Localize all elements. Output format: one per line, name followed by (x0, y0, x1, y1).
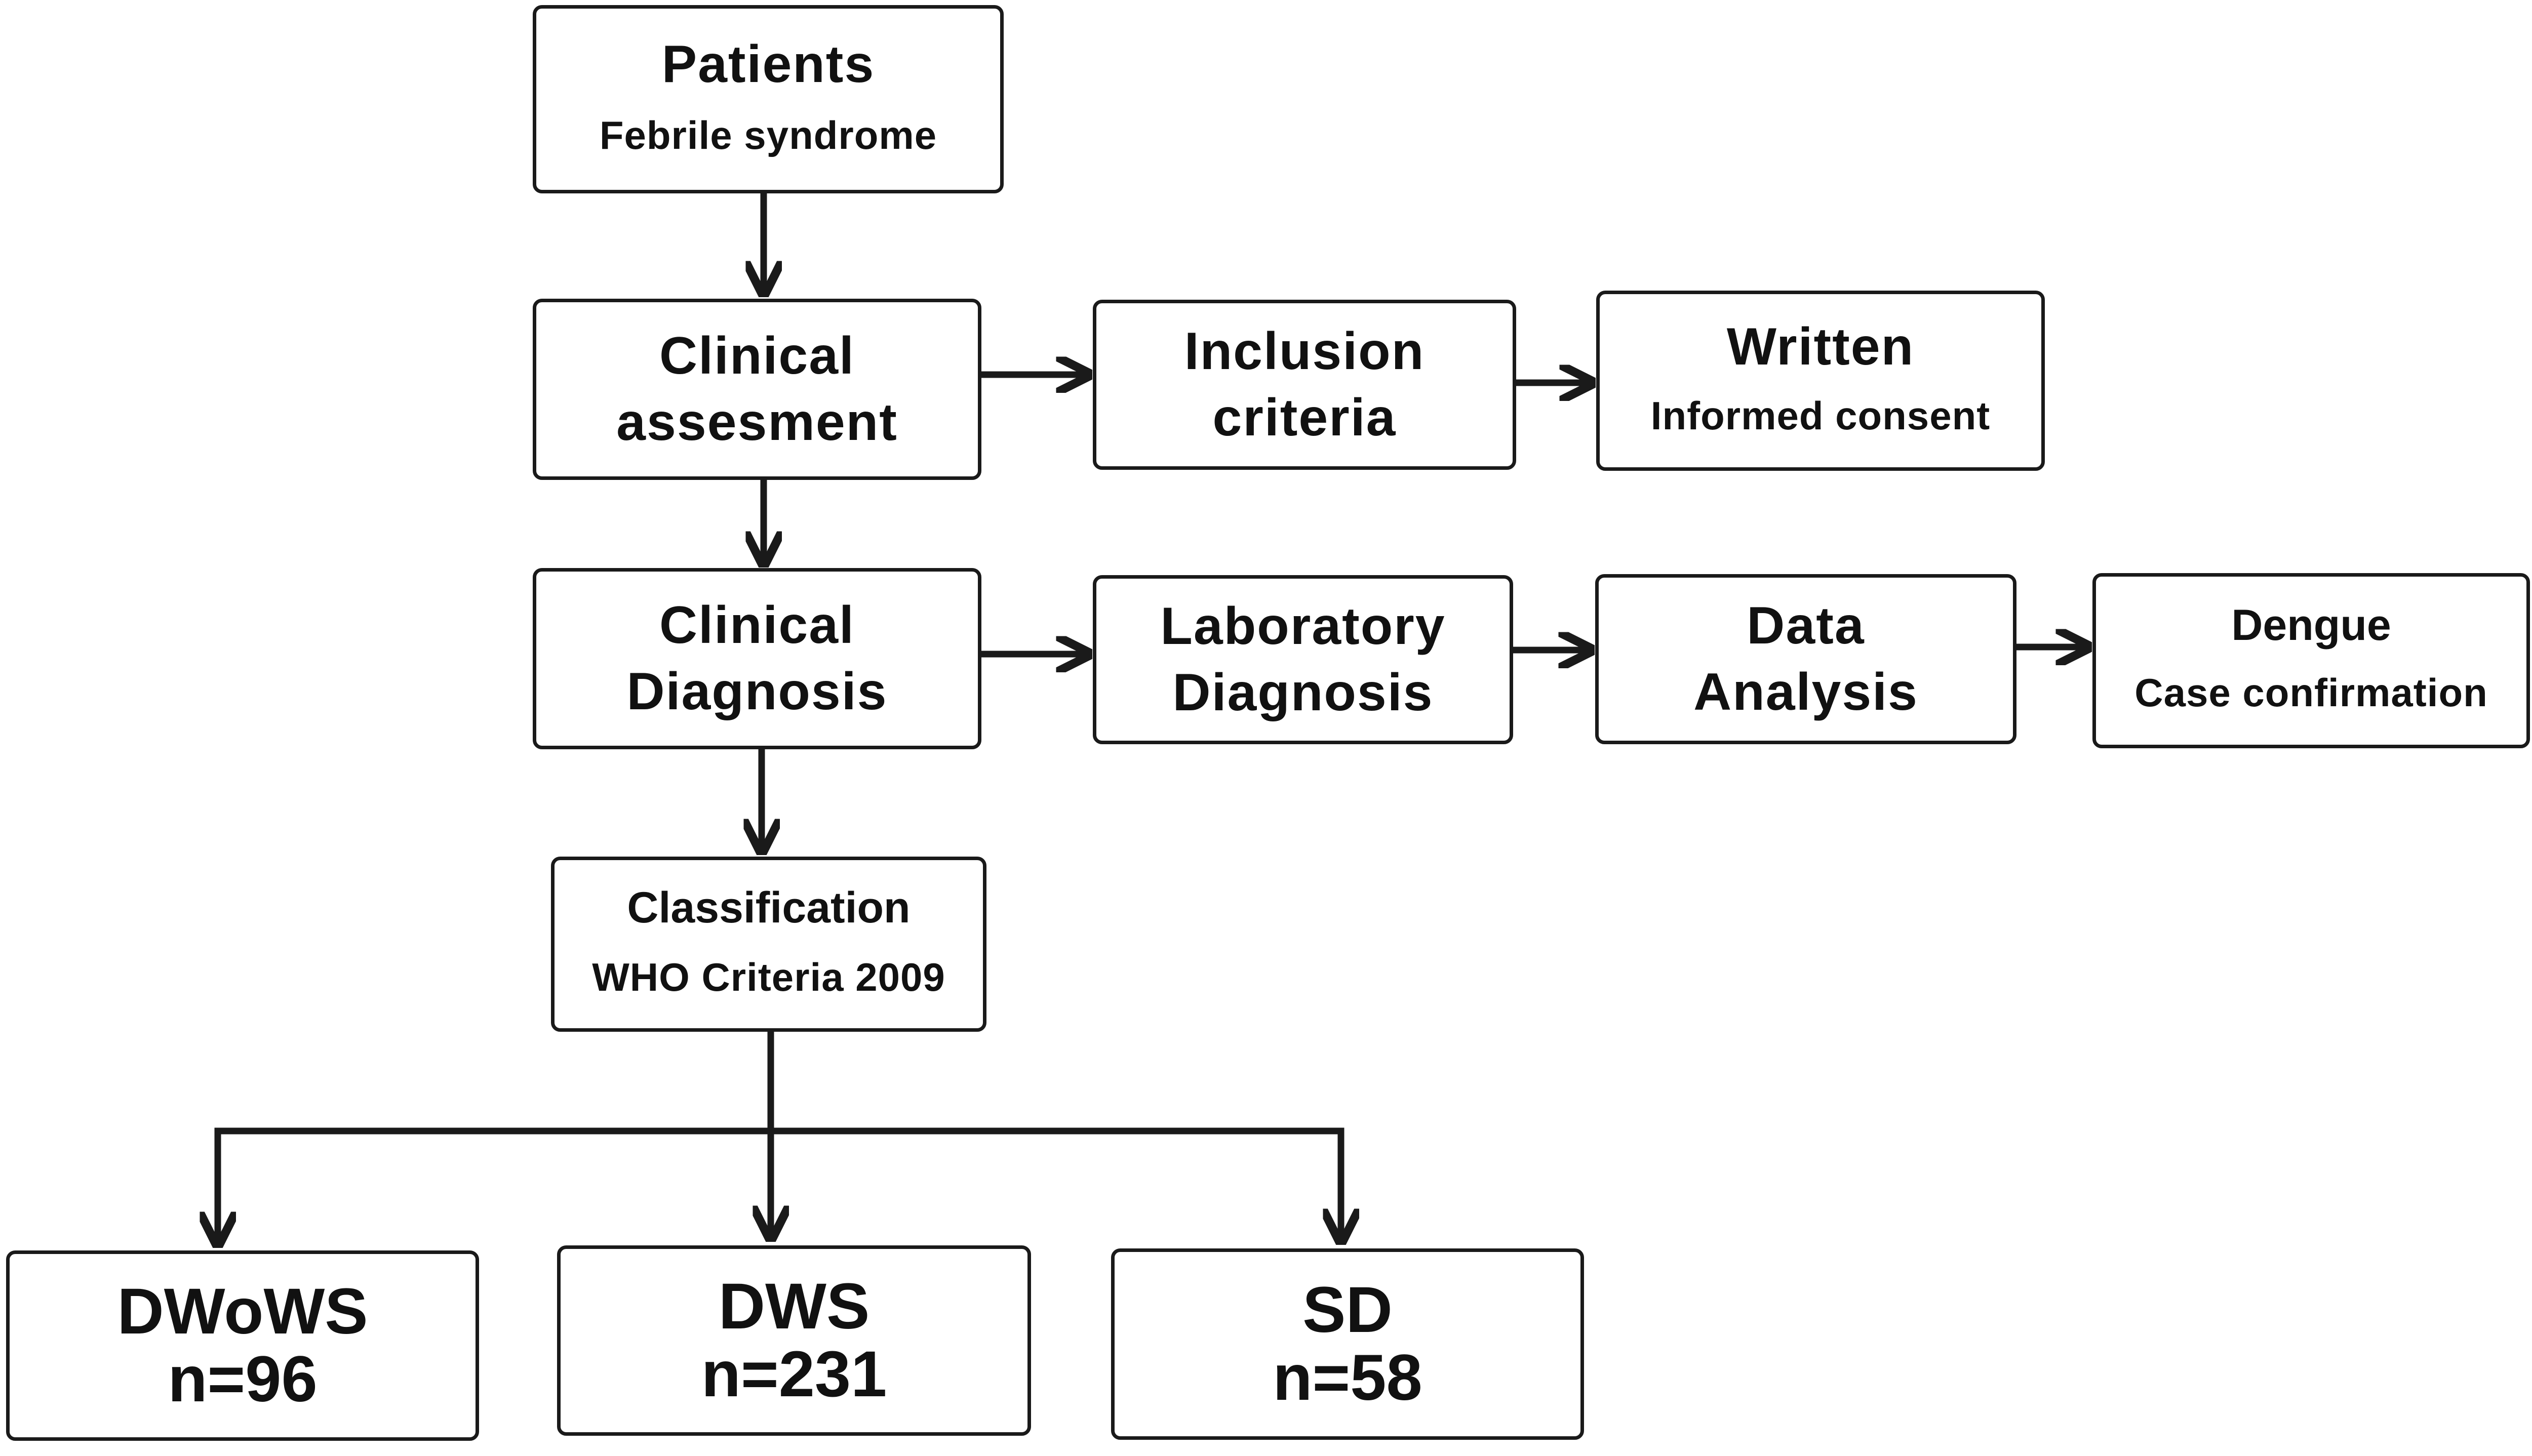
lab-diagnosis-line1: Laboratory (1160, 596, 1446, 656)
dwows-label: DWoWS (117, 1275, 368, 1348)
sd-count: n=58 (1273, 1342, 1422, 1414)
dengue-title: Dengue (2231, 600, 2391, 650)
consent-title: Written (1726, 317, 1915, 377)
classification-title: Classification (627, 883, 911, 932)
dws-label: DWS (718, 1270, 870, 1343)
informed-consent-node: Written Informed consent (1596, 291, 2045, 471)
consent-subtitle: Informed consent (1650, 393, 1991, 438)
dwows-node: DWoWS n=96 (6, 1250, 479, 1441)
dengue-confirmation-node: Dengue Case confirmation (2092, 573, 2530, 748)
lab-diagnosis-line2: Diagnosis (1172, 663, 1434, 722)
clinical-assessment-node: Clinical assesment (533, 299, 981, 480)
edge-branch-bar (214, 1127, 1344, 1230)
clinical-assessment-line2: assesment (616, 393, 898, 452)
inclusion-line2: criteria (1212, 388, 1397, 447)
sd-label: SD (1302, 1273, 1393, 1346)
inclusion-line1: Inclusion (1184, 321, 1425, 381)
dengue-subtitle: Case confirmation (2134, 670, 2488, 715)
clinical-diagnosis-line1: Clinical (659, 595, 855, 655)
dwows-count: n=96 (168, 1343, 318, 1415)
patients-title: Patients (661, 35, 875, 94)
laboratory-diagnosis-node: Laboratory Diagnosis (1093, 575, 1513, 744)
dws-node: DWS n=231 (557, 1245, 1031, 1436)
data-analysis-line2: Analysis (1693, 663, 1918, 721)
clinical-diagnosis-line2: Diagnosis (626, 662, 888, 721)
clinical-diagnosis-node: Clinical Diagnosis (533, 568, 981, 749)
classification-node: Classification WHO Criteria 2009 (551, 857, 986, 1032)
data-analysis-line1: Data (1747, 596, 1865, 655)
inclusion-criteria-node: Inclusion criteria (1093, 300, 1516, 470)
classification-subtitle: WHO Criteria 2009 (592, 954, 945, 999)
dws-count: n=231 (701, 1338, 887, 1410)
patients-subtitle: Febrile syndrome (599, 113, 937, 158)
patients-node: Patients Febrile syndrome (533, 5, 1004, 193)
sd-node: SD n=58 (1111, 1248, 1584, 1440)
data-analysis-node: Data Analysis (1595, 574, 2016, 744)
clinical-assessment-line1: Clinical (659, 326, 855, 385)
